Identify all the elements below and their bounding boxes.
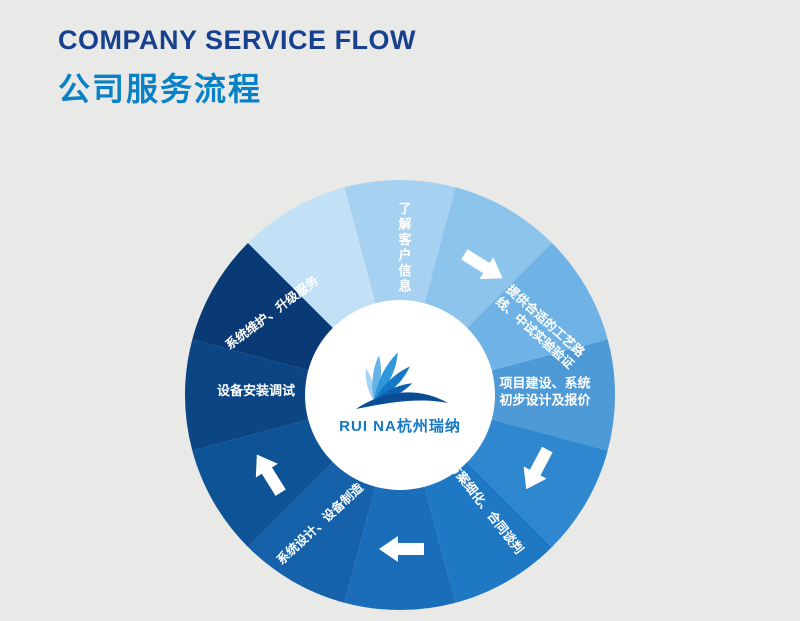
flow-arrow-icon (523, 446, 553, 490)
wheel-segment-7 (344, 395, 456, 611)
flow-arrow-2 (461, 249, 503, 280)
flow-arrow-5 (523, 446, 553, 490)
wheel-segment-4 (400, 339, 616, 451)
flow-arrow-7 (379, 536, 424, 562)
page-title: COMPANY SERVICE FLOW (58, 25, 417, 55)
logo-swoosh (356, 392, 448, 409)
segment-label-1: 了解客户信息 (397, 201, 412, 294)
page-subtitle: 公司服务流程 (58, 70, 263, 107)
ruina-logo-splash-icon (356, 350, 448, 409)
flow-arrow-icon (255, 454, 286, 496)
flow-arrow-icon (379, 536, 424, 562)
flow-arrow-icon (461, 249, 503, 280)
flow-arrow-9 (255, 454, 286, 496)
page-header: COMPANY SERVICE FLOW 公司服务流程 (58, 25, 417, 110)
segment-label-10: 设备安装调试 (217, 383, 295, 398)
wheel-segment-10 (184, 339, 400, 451)
wheel-segment-1 (344, 179, 456, 395)
ruina-brand-text: RUI NA杭州瑞纳 (339, 417, 461, 435)
ruina-logo: RUI NA杭州瑞纳 (339, 350, 461, 435)
segment-label-4: 项目建设、系统初步设计及报价 (499, 376, 591, 408)
